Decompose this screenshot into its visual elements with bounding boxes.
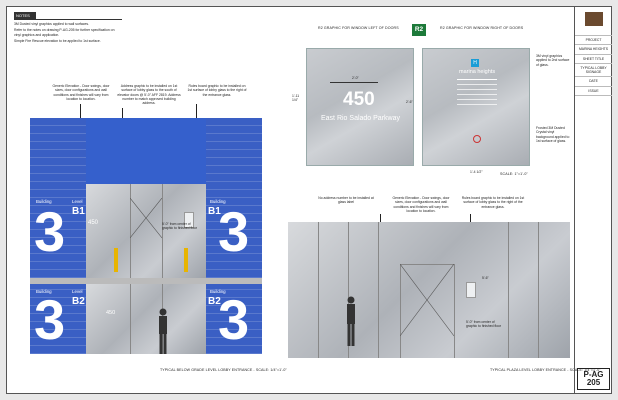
graphic-left-header: R2 GRAPHIC FOR WINDOW LEFT OF DOORS bbox=[318, 26, 399, 30]
brand-name: marina heights bbox=[459, 69, 496, 75]
building-number: 3 bbox=[218, 200, 250, 263]
upper-wall bbox=[86, 118, 206, 184]
tb-row: PROJECT bbox=[575, 36, 612, 46]
callout-no-address: No address number to be installed at gla… bbox=[318, 196, 374, 205]
tb-row: MARINA HEIGHTS bbox=[575, 45, 612, 55]
building-number: 3 bbox=[34, 288, 66, 351]
dimension-width: 2'-0" bbox=[352, 76, 359, 80]
dimension-height: 2'-6" bbox=[406, 100, 413, 104]
tb-row: ISSUE bbox=[575, 87, 612, 96]
dimension-width: 1'-4 1/2" bbox=[470, 170, 483, 174]
building-label: Building bbox=[210, 199, 226, 204]
door-swing-plaza bbox=[400, 264, 454, 337]
brand-icon: H bbox=[471, 59, 479, 67]
level-code: B1 bbox=[72, 206, 85, 217]
callout-address-number: Address graphic to be installed on 1st s… bbox=[117, 84, 181, 105]
rules-board-b1 bbox=[184, 212, 194, 228]
graphic-panel-left: 450 East Rio Salado Parkway bbox=[306, 48, 414, 166]
rules-board-plaza bbox=[466, 282, 476, 298]
dimension-note: 5'-0" from center of graphic to finished… bbox=[466, 320, 502, 329]
title-block: PROJECT MARINA HEIGHTS SHEET TITLE TYPIC… bbox=[574, 6, 612, 394]
left-elevation: 450 Building 3 Level B1 Building 3 B1 5'… bbox=[22, 118, 270, 358]
rules-text-block bbox=[457, 79, 497, 119]
dimension-height: 1'-11 1/4" bbox=[292, 94, 300, 103]
graphic-scale: SCALE: 1"=1'-0" bbox=[500, 172, 528, 176]
notes-title: NOTES bbox=[14, 12, 36, 19]
frosted-note: Frosted 3M Dusted Crystal vinyl backgrou… bbox=[536, 126, 570, 143]
level-code: B2 bbox=[208, 296, 221, 307]
building-label: Building bbox=[210, 289, 226, 294]
graphic-address-number: 450 bbox=[343, 89, 375, 110]
level-label: Level bbox=[72, 199, 83, 204]
firm-logo bbox=[575, 6, 612, 36]
graphic-panel-right: H marina heights bbox=[422, 48, 530, 166]
callout-rules-board: Rules board graphic to be installed on 1… bbox=[187, 84, 247, 97]
callout-storefront: Generic Elevation - Door swings, door si… bbox=[52, 84, 110, 101]
address-graphic-b2: 450 bbox=[106, 310, 116, 316]
brick-wall-left bbox=[30, 118, 86, 278]
building-number: 3 bbox=[34, 200, 66, 263]
building-number: 3 bbox=[218, 288, 250, 351]
sheet-number: P-AG 205 bbox=[577, 368, 610, 390]
callout-storefront-right: Generic Elevation - Door swings, door si… bbox=[392, 196, 450, 213]
tb-row: DATE bbox=[575, 77, 612, 87]
person-silhouette bbox=[159, 308, 167, 354]
no-smoking-icon bbox=[473, 135, 481, 143]
person-silhouette bbox=[347, 296, 355, 346]
tb-row: TYPICAL LOBBY SIGNAGE bbox=[575, 64, 612, 78]
graphic-right-header: R2 GRAPHIC FOR WINDOW RIGHT OF DOORS bbox=[440, 26, 524, 30]
leader-line bbox=[80, 104, 81, 120]
brick-wall-left-b2 bbox=[30, 284, 86, 354]
tb-row: SHEET TITLE bbox=[575, 55, 612, 64]
glass-storefront-b2 bbox=[86, 284, 206, 354]
glass-storefront-plaza bbox=[288, 222, 570, 358]
vinyl-note: 3M vinyl graphics applied to 2nd surface… bbox=[536, 54, 570, 67]
note-item: Simple Fire Rescue elevation to be appli… bbox=[14, 38, 101, 43]
brick-wall-right bbox=[206, 118, 262, 278]
left-elevation-caption: TYPICAL BELOW GRADE LEVEL LOBBY ENTRANCE… bbox=[160, 368, 287, 372]
level-code: B1 bbox=[208, 206, 221, 217]
door-swing-b1 bbox=[130, 198, 162, 239]
note-item: 3M Dusted vinyl graphics applied to wall… bbox=[14, 22, 90, 26]
level-code: B2 bbox=[72, 296, 85, 307]
brick-wall-right-b2 bbox=[206, 284, 262, 354]
building-label: Building bbox=[36, 289, 52, 294]
dimension-note: 5'-6" bbox=[482, 276, 489, 280]
address-graphic-b1: 450 bbox=[88, 220, 99, 226]
notes-block: NOTES 3M Dusted vinyl graphics applied t… bbox=[14, 12, 122, 45]
r2-badge: R2 bbox=[412, 24, 426, 36]
right-elevation-caption: TYPICAL PLAZA LEVEL LOBBY ENTRANCE - SCA… bbox=[490, 368, 601, 372]
building-label: Building bbox=[36, 199, 52, 204]
graphic-street-name: East Rio Salado Parkway bbox=[321, 115, 400, 122]
bollard bbox=[184, 248, 188, 272]
level-label: Level bbox=[72, 289, 83, 294]
note-item: Refer to the notes on drawing P-AG-205 f… bbox=[14, 28, 115, 37]
dimension-note: 5'-0" from center of graphic to finished… bbox=[162, 222, 198, 231]
right-elevation: 5'-6" 5'-0" from center of graphic to fi… bbox=[288, 222, 570, 358]
callout-rules-right: Rules board graphic to be installed on 1… bbox=[461, 196, 525, 209]
bollard bbox=[114, 248, 118, 272]
